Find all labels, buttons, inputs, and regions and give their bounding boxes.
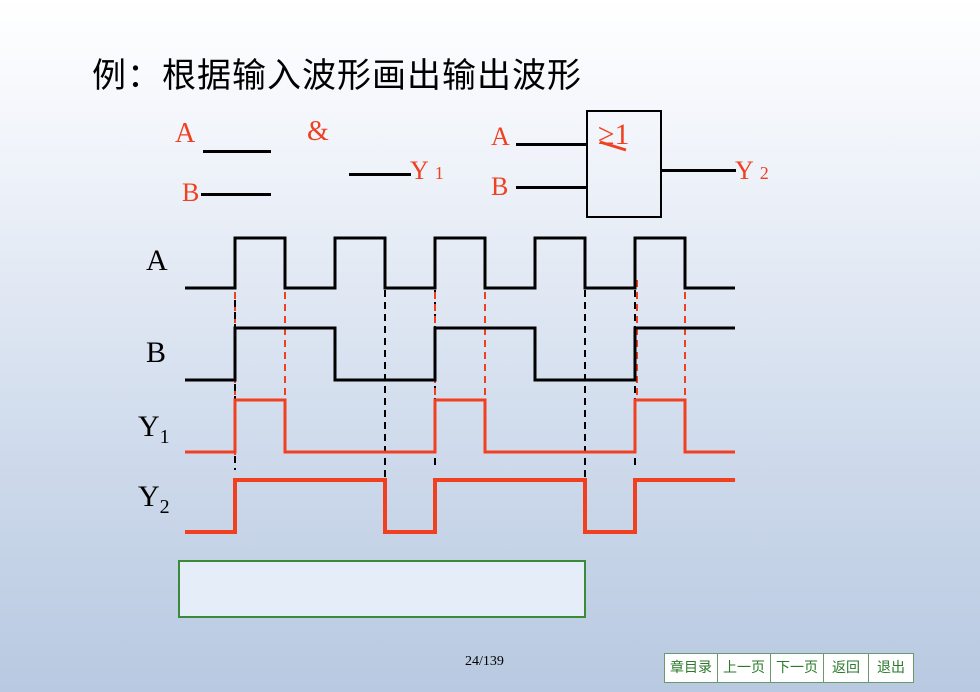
wave-label-y1: Y1 [138, 410, 170, 448]
page-title: 例：根据输入波形画出输出波形 [92, 56, 582, 96]
and-input-b-label: B [182, 178, 200, 207]
nav-prev-page-button[interactable]: 上一页 [718, 654, 771, 682]
and-gate-symbol: & [307, 116, 329, 147]
wave-label-a: A [146, 244, 168, 277]
or-input-a-label: A [491, 122, 510, 151]
or-gate-box [586, 110, 662, 218]
wave-label-y2: Y2 [138, 480, 170, 518]
page-number: 24/139 [465, 654, 504, 669]
or-output-line [662, 169, 736, 172]
nav-exit-button[interactable]: 退出 [877, 660, 905, 676]
waveform-a [185, 236, 735, 290]
or-input-b-label: B [491, 172, 509, 201]
waveform-b [185, 326, 735, 382]
waveform-y1 [185, 398, 735, 454]
wave-label-b: B [146, 336, 167, 369]
and-input-b-line [201, 193, 271, 196]
and-output-line [349, 173, 411, 176]
or-input-b-line [516, 186, 586, 189]
or-input-a-line [516, 143, 586, 146]
answer-box [178, 560, 586, 618]
or-symbol-stroke [599, 140, 627, 152]
nav-chapter-index-button[interactable]: 章目录 [665, 654, 718, 682]
nav-bar: 章目录 上一页 下一页 返回 退出 [664, 653, 914, 683]
and-input-a-line [203, 150, 271, 153]
waveform-y2 [185, 478, 735, 534]
nav-next-page-button[interactable]: 下一页 [771, 654, 824, 682]
nav-back-button[interactable]: 返回 [824, 654, 869, 682]
and-input-a-label: A [175, 118, 196, 149]
